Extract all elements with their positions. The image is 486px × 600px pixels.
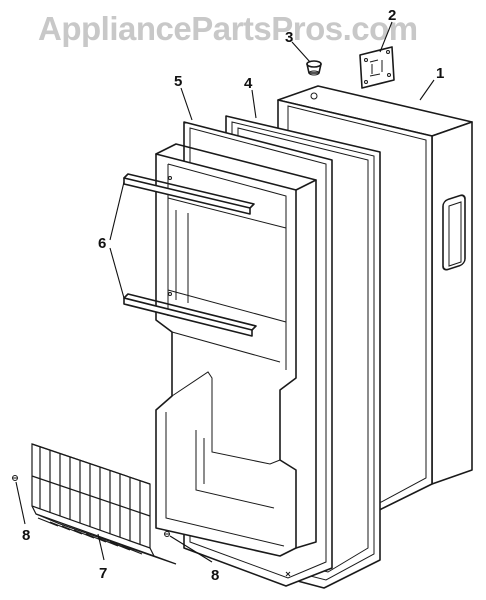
callout-8-right: 8 — [211, 567, 219, 584]
leader-lines — [15, 21, 435, 563]
screw-right — [164, 531, 170, 537]
callout-5: 5 — [174, 73, 182, 90]
watermark-logo: AppliancePartsPros.com — [38, 10, 418, 47]
callout-2: 2 — [388, 7, 396, 24]
door-liner-tub — [155, 143, 317, 557]
callout-7: 7 — [99, 565, 107, 582]
hinge-plate — [359, 46, 395, 89]
callout-3: 3 — [285, 29, 293, 46]
wire-basket — [31, 443, 177, 565]
callout-6: 6 — [98, 235, 106, 252]
callout-8-left: 8 — [22, 527, 30, 544]
door-bar-lower — [123, 293, 257, 337]
door-plug — [306, 60, 322, 76]
callout-4: 4 — [244, 75, 253, 92]
screw-left — [12, 475, 18, 481]
small-fastener-mark — [285, 571, 291, 577]
callout-1: 1 — [436, 65, 444, 82]
